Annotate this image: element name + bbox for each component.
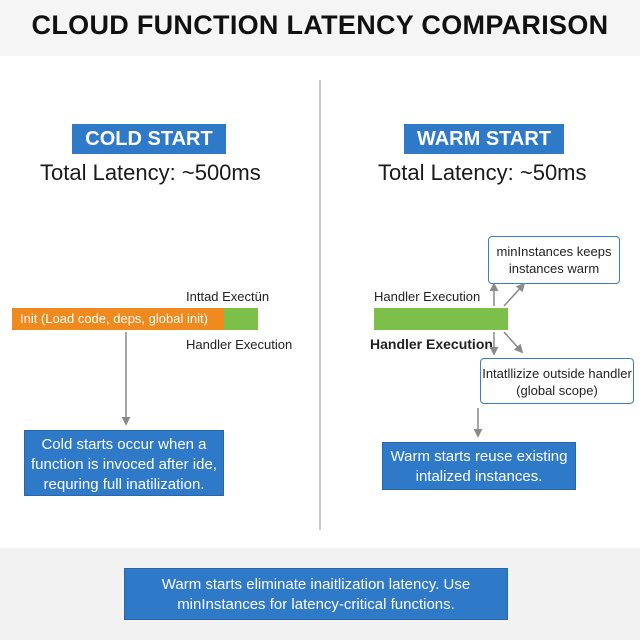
cold-top-label: Inttad Exectün <box>186 289 270 304</box>
footer-summary: Warm starts eliminate inaitlization late… <box>124 568 508 620</box>
warm-arrow-downright <box>503 331 524 354</box>
cold-note-line: requring full inatilization. <box>43 476 205 493</box>
cold-note-line: Cold starts occur when a <box>41 436 207 453</box>
warm-start-note: Warm starts reuse existing intalized ins… <box>382 442 576 490</box>
cold-note-line: function is invoced after ide, <box>31 456 217 473</box>
callout-line: (global scope) <box>516 383 598 398</box>
cold-start-tag: COLD START <box>72 124 226 154</box>
warm-arrow-upright <box>503 282 526 307</box>
title-band <box>0 0 640 56</box>
callout-line: instances warm <box>508 261 600 276</box>
warm-start-tag: WARM START <box>404 124 564 154</box>
footer-line: Warm starts eliminate inaitlization late… <box>161 576 471 593</box>
cold-handler-label: Handler Execution <box>186 337 293 352</box>
global-scope-callout: Intatllizize outside handler (global sco… <box>480 358 634 404</box>
warm-note-line: intalized instances. <box>415 468 543 485</box>
cold-start-note: Cold starts occur when a function is inv… <box>24 430 224 496</box>
warm-note-line: Warm starts reuse existing <box>390 448 568 465</box>
column-divider <box>319 80 321 530</box>
cold-init-bar: Init (Load code, deps, global init) <box>12 308 224 330</box>
footer-line: minInstances for latency-critical functi… <box>177 596 455 613</box>
cold-handler-bar <box>224 308 258 330</box>
min-instances-callout: minInstances keeps instances warm <box>488 236 620 284</box>
warm-total-latency: Total Latency: ~50ms <box>378 160 587 185</box>
warm-handler-bar <box>374 308 508 330</box>
warm-handler-label: Handler Execution <box>370 336 493 352</box>
page-title: CLOUD FUNCTION LATENCY COMPARISON <box>31 10 609 40</box>
warm-top-label: Handler Execution <box>374 289 481 304</box>
cold-total-latency: Total Latency: ~500ms <box>40 160 261 185</box>
callout-line: minInstances keeps <box>496 244 612 259</box>
callout-line: Intatllizize outside handler <box>482 366 632 381</box>
